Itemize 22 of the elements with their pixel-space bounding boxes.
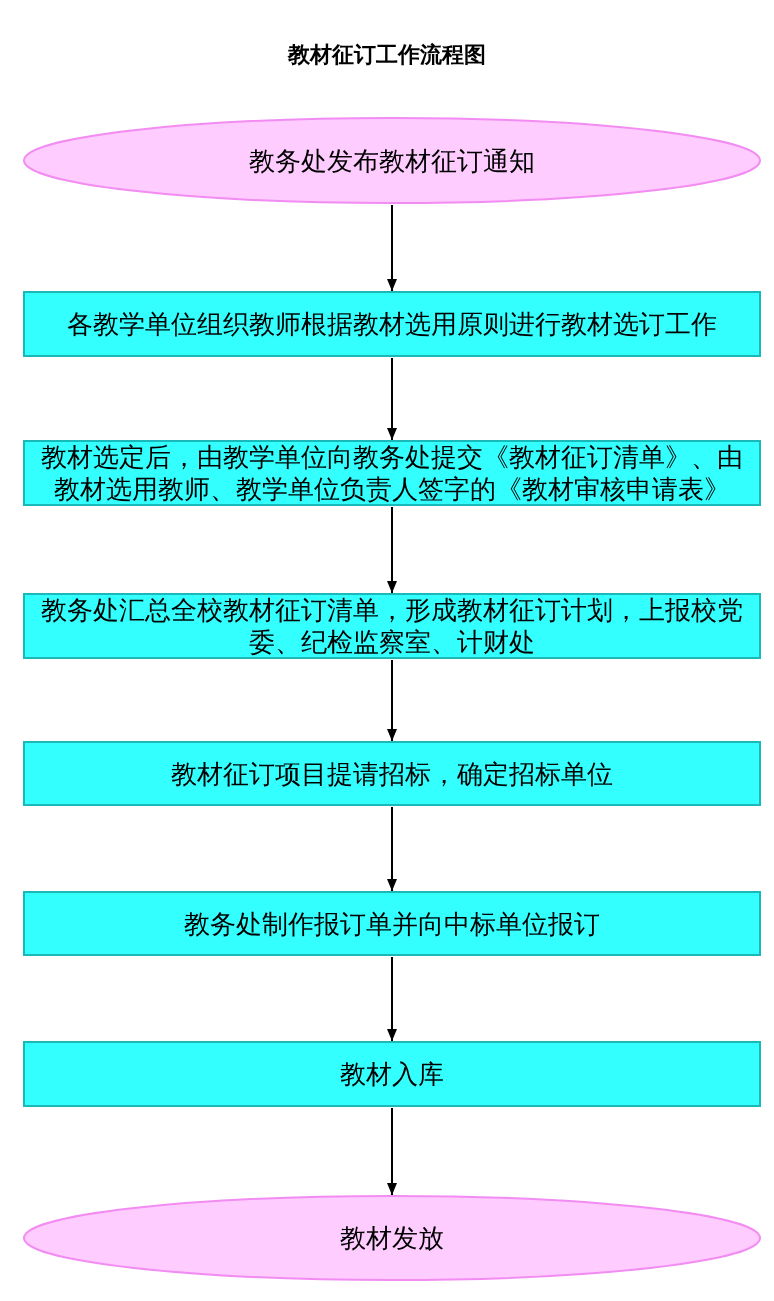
step-text: 教材选定后，由教学单位向教务处提交《教材征订清单》、由教材选用教师、教学单位负责人签字的《教材审核申请表》 (40, 441, 744, 505)
arrow (387, 659, 397, 742)
terminal-ellipse (23, 1195, 761, 1281)
arrow (387, 204, 397, 292)
step-text: 教务处发布教材征订通知 (249, 144, 535, 177)
title: 教材征订工作流程图 (288, 41, 486, 69)
step-text: 教务处制作报订单并向中标单位报订 (184, 907, 600, 940)
process-box (23, 891, 761, 956)
step-text: 教材入库 (340, 1058, 444, 1090)
step-text: 各教学单位组织教师根据教材选用原则进行教材选订工作 (67, 308, 717, 340)
arrow (387, 1107, 397, 1196)
step-text: 教材征订项目提请招标，确定招标单位 (171, 757, 613, 790)
process-box (23, 1041, 761, 1107)
step-text: 教务处汇总全校教材征订清单，形成教材征订计划，上报校党委、纪检监察室、计财处 (40, 594, 744, 658)
terminal-ellipse (23, 117, 761, 204)
arrow (387, 357, 397, 441)
process-box (23, 291, 761, 357)
arrow (387, 956, 397, 1042)
step-text: 教材发放 (340, 1222, 444, 1254)
arrow (387, 506, 397, 594)
arrow (387, 806, 397, 892)
process-box (23, 741, 761, 806)
